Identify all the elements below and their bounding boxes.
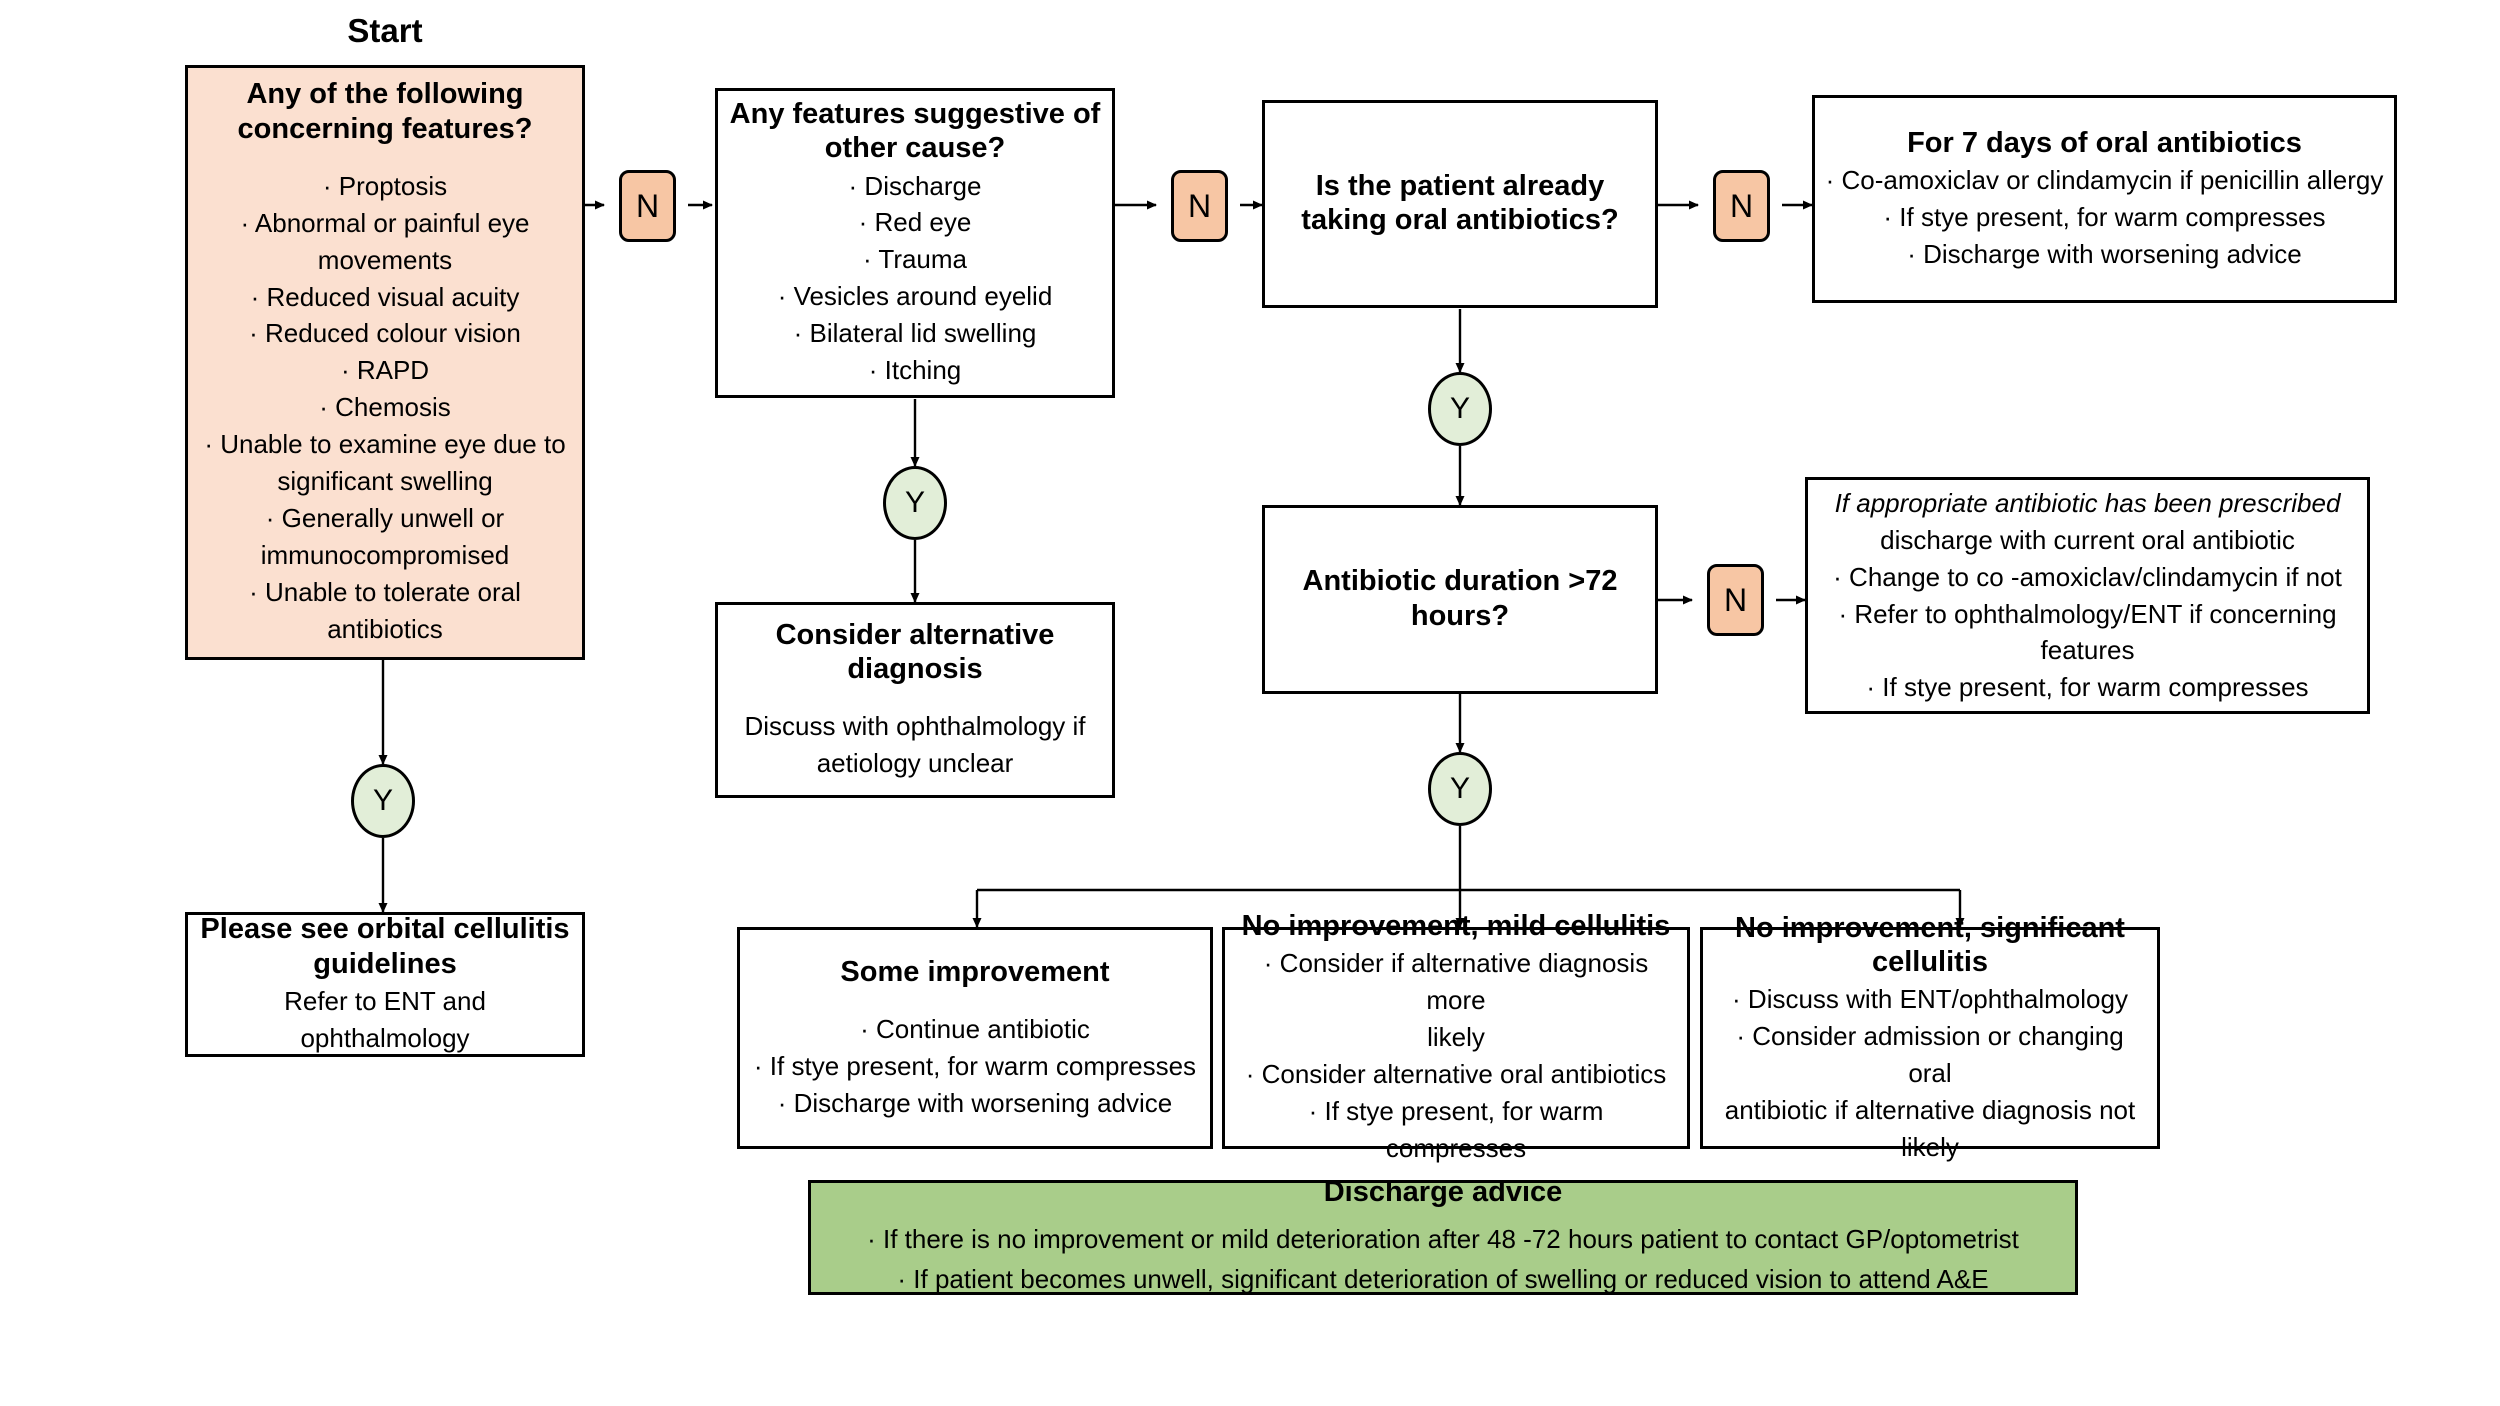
node-no-improvement-mild[interactable]: No improvement, mild cellulitis · Consid… (1222, 910, 1690, 1163)
decision-marker-no-2[interactable]: N (1171, 170, 1228, 242)
decision-marker-no-4[interactable]: N (1707, 564, 1764, 636)
decision-marker-yes-4[interactable]: Y (1428, 752, 1492, 826)
node-antibiotic-duration-title: Antibiotic duration >72 hours? (1302, 565, 1618, 632)
node-concerning-features[interactable]: Any of the following concerning features… (185, 65, 585, 660)
decision-marker-yes-2[interactable]: Y (883, 466, 947, 540)
node-other-cause-title: Any features suggestive of other cause? (729, 98, 1101, 165)
node-seven-days-antibiotics-title: For 7 days of oral antibiotics (1907, 126, 2302, 159)
decision-marker-no-3[interactable]: N (1713, 170, 1770, 242)
node-alternative-diagnosis-title: Consider alternative diagnosis (775, 618, 1055, 686)
node-appropriate-antibiotic-items: If appropriate antibiotic has been presc… (1833, 487, 2342, 703)
node-some-improvement[interactable]: Some improvement · Continue antibiotic ·… (737, 927, 1213, 1149)
node-alternative-diagnosis[interactable]: Consider alternative diagnosis Discuss w… (715, 602, 1115, 798)
node-some-improvement-title: Some improvement (840, 955, 1110, 988)
node-other-cause[interactable]: Any features suggestive of other cause? … (715, 88, 1115, 398)
node-some-improvement-items: · Continue antibiotic · If stye present,… (753, 1013, 1197, 1118)
decision-marker-yes-3[interactable]: Y (1428, 372, 1492, 446)
node-seven-days-antibiotics[interactable]: For 7 days of oral antibiotics · Co-amox… (1812, 95, 2397, 303)
node-seven-days-antibiotics-items: · Co-amoxiclav or clindamycin if penicil… (1825, 164, 2384, 269)
node-concerning-features-items: · Proptosis · Abnormal or painful eye mo… (204, 170, 566, 644)
node-no-improvement-significant[interactable]: No improvement, significant cellulitis ·… (1700, 912, 2160, 1162)
node-discharge-advice-items: · If there is no improvement or mild det… (867, 1223, 2019, 1294)
node-already-taking-antibiotics[interactable]: Is the patient already taking oral antib… (1262, 100, 1658, 308)
start-label: Start (347, 12, 423, 49)
node-discharge-advice[interactable]: Discharge advice · If there is no improv… (808, 1176, 2078, 1295)
node-alternative-diagnosis-items: Discuss with ophthalmology if aetiology … (744, 711, 1086, 779)
node-appropriate-antibiotic[interactable]: If appropriate antibiotic has been presc… (1805, 477, 2370, 714)
node-no-improvement-significant-title: No improvement, significant cellulitis (1735, 911, 2125, 978)
node-no-improvement-mild-title: No improvement, mild cellulitis (1241, 910, 1671, 943)
node-orbital-cellulitis-guidelines[interactable]: Please see orbital cellulitis guidelines… (185, 912, 585, 1057)
node-other-cause-items: · Discharge · Red eye · Trauma · Vesicle… (777, 170, 1053, 386)
decision-marker-yes-1[interactable]: Y (351, 764, 415, 838)
node-antibiotic-duration[interactable]: Antibiotic duration >72 hours? (1262, 505, 1658, 694)
node-no-improvement-significant-items: · Discuss with ENT/ophthalmology · Consi… (1724, 983, 2136, 1162)
node-orbital-cellulitis-guidelines-title: Please see orbital cellulitis guidelines (200, 913, 570, 980)
node-orbital-cellulitis-guidelines-items: Refer to ENT and ophthalmology (284, 985, 486, 1053)
decision-marker-no-1[interactable]: N (619, 170, 676, 242)
node-no-improvement-mild-items: · Consider if alternative diagnosis more… (1245, 948, 1667, 1163)
node-concerning-features-title: Any of the following concerning features… (237, 78, 533, 145)
node-discharge-advice-title: Discharge advice (1323, 1175, 1563, 1208)
node-already-taking-antibiotics-title: Is the patient already taking oral antib… (1301, 169, 1619, 236)
